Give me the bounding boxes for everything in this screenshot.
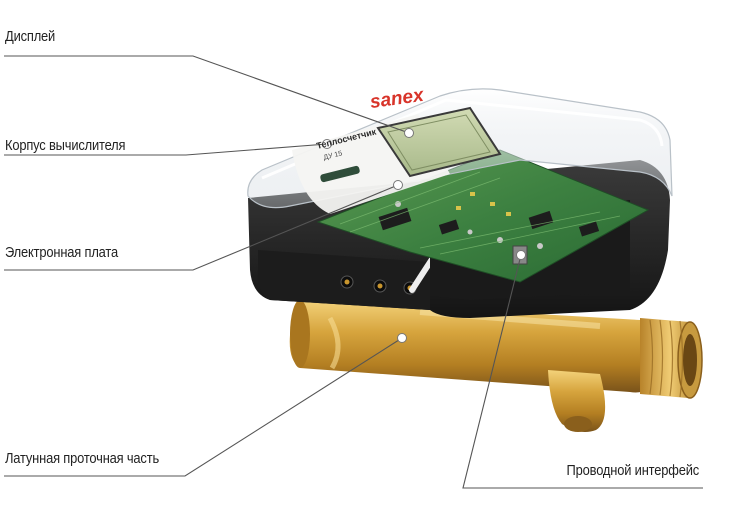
label-board: Электронная плата [5, 244, 119, 261]
callout-dot-board [393, 180, 403, 190]
leader-lines [4, 55, 703, 489]
callout-dot-display [404, 128, 414, 138]
label-display: Дисплей [5, 28, 56, 45]
leader-line-display [4, 55, 410, 134]
brass-flow-body [289, 300, 703, 432]
face-model: ДУ 15 [323, 150, 343, 161]
leader-line-body [4, 337, 403, 477]
leader-line-interface [462, 254, 703, 489]
label-housing: Корпус вычислителя [5, 137, 126, 154]
label-body: Латунная проточная часть [5, 450, 159, 467]
callout-dots [322, 128, 526, 343]
callout-dot-housing [322, 139, 332, 149]
callout-dot-body [397, 333, 407, 343]
leader-line-housing [4, 143, 328, 156]
callout-dot-interface [516, 250, 526, 260]
leader-line-board [4, 184, 399, 271]
transparent-lid [247, 88, 673, 214]
label-interface: Проводной интерфейс [566, 462, 700, 479]
